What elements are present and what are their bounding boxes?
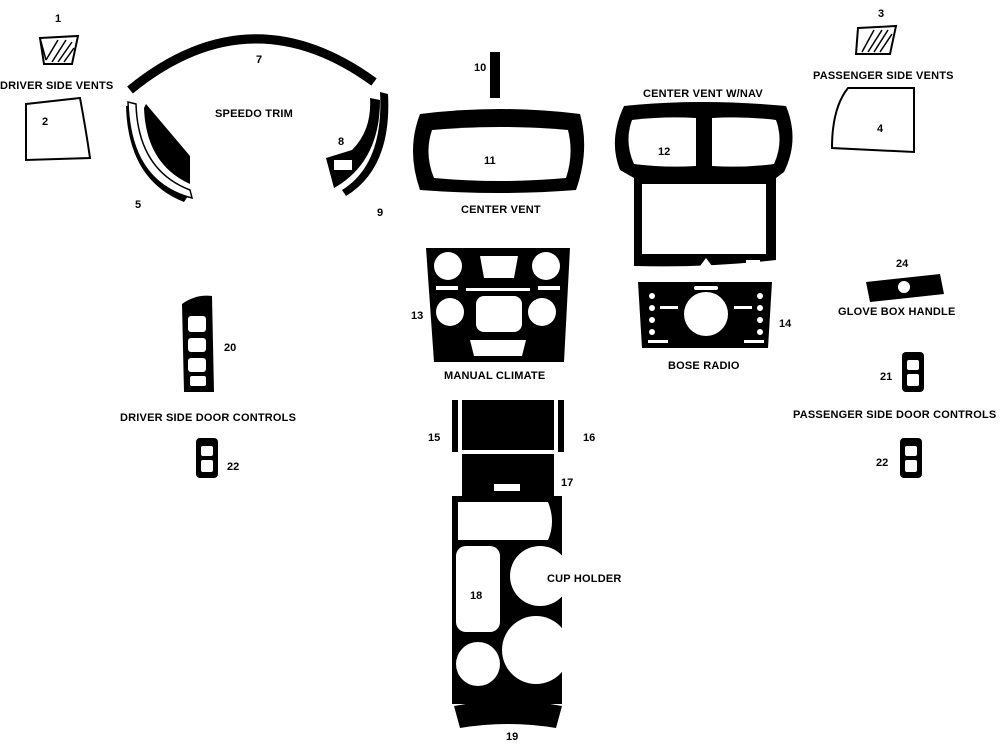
label-glove-box-handle: GLOVE BOX HANDLE	[838, 306, 956, 318]
label-speedo-trim: SPEEDO TRIM	[215, 108, 293, 120]
part-8-cutout	[334, 160, 352, 170]
part-number-4: 4	[877, 123, 884, 135]
part-number-18: 18	[470, 590, 483, 602]
part-number-11: 11	[484, 155, 496, 167]
part-number-22-passenger: 22	[876, 457, 889, 469]
part-16-console-right-strip	[558, 400, 564, 452]
part-18-cup-holder-console	[452, 496, 570, 704]
part-4-passenger-vent-panel	[830, 87, 915, 154]
part-24-glove-box-handle	[866, 274, 944, 302]
label-manual-climate: MANUAL CLIMATE	[444, 370, 546, 382]
part-number-13: 13	[411, 310, 424, 322]
label-center-vent-nav: CENTER VENT W/NAV	[643, 88, 763, 100]
part-9-speedo-right-outer	[342, 92, 389, 196]
part-15-console-left-strip	[452, 400, 458, 452]
part-number-16: 16	[583, 432, 596, 444]
part-13-manual-climate	[426, 248, 570, 362]
part-number-8: 8	[338, 136, 345, 148]
part-number-14: 14	[779, 318, 792, 330]
part-number-9: 9	[377, 207, 384, 219]
part-5-speedo-left-inner	[127, 101, 194, 200]
label-passenger-side-vents: PASSENGER SIDE VENTS	[813, 70, 954, 82]
part-12-center-vent-nav	[614, 102, 793, 267]
part-number-20: 20	[224, 342, 237, 354]
label-driver-side-door-controls: DRIVER SIDE DOOR CONTROLS	[120, 412, 297, 424]
part-number-21: 21	[880, 371, 893, 383]
label-passenger-side-door-controls: PASSENGER SIDE DOOR CONTROLS	[793, 409, 997, 421]
part-11-center-vent	[413, 109, 585, 193]
part-2-driver-vent-panel	[25, 96, 92, 162]
part-number-15: 15	[428, 432, 441, 444]
part-14-bose-radio	[638, 282, 772, 348]
part-number-2: 2	[42, 116, 49, 128]
label-bose-radio: BOSE RADIO	[668, 360, 740, 372]
part-number-24: 24	[896, 258, 909, 270]
part-number-1: 1	[55, 13, 62, 25]
part-8-speedo-right-pod	[326, 98, 380, 188]
part-3-passenger-vent-trim	[854, 24, 898, 55]
part-number-10: 10	[474, 62, 487, 74]
part-7-speedo-arc	[127, 34, 377, 94]
part-number-3: 3	[878, 8, 885, 20]
part-22-passenger-lock-switch	[900, 438, 922, 478]
label-center-vent: CENTER VENT	[461, 204, 541, 216]
part-number-22-driver: 22	[227, 461, 240, 473]
part-number-7: 7	[256, 54, 263, 66]
part-17-console-tray	[462, 454, 554, 496]
part-number-5: 5	[135, 199, 142, 211]
label-cup-holder: CUP HOLDER	[547, 573, 622, 585]
part-1-driver-vent-trim	[38, 34, 80, 65]
part-number-6: 6	[167, 145, 174, 157]
part-number-17: 17	[561, 477, 574, 489]
part-6-speedo-left-pod	[144, 104, 190, 184]
part-20-driver-door-controls	[182, 295, 214, 392]
part-22-driver-lock-switch	[196, 438, 218, 478]
part-number-19: 19	[506, 731, 519, 743]
part-number-12: 12	[658, 146, 671, 158]
label-driver-side-vents: DRIVER SIDE VENTS	[0, 80, 114, 92]
part-10-vent-strip	[490, 52, 500, 98]
part-console-upper-panel	[462, 400, 554, 450]
part-21-passenger-door-controls	[902, 352, 924, 392]
part-19-console-lower-trim	[454, 701, 562, 728]
